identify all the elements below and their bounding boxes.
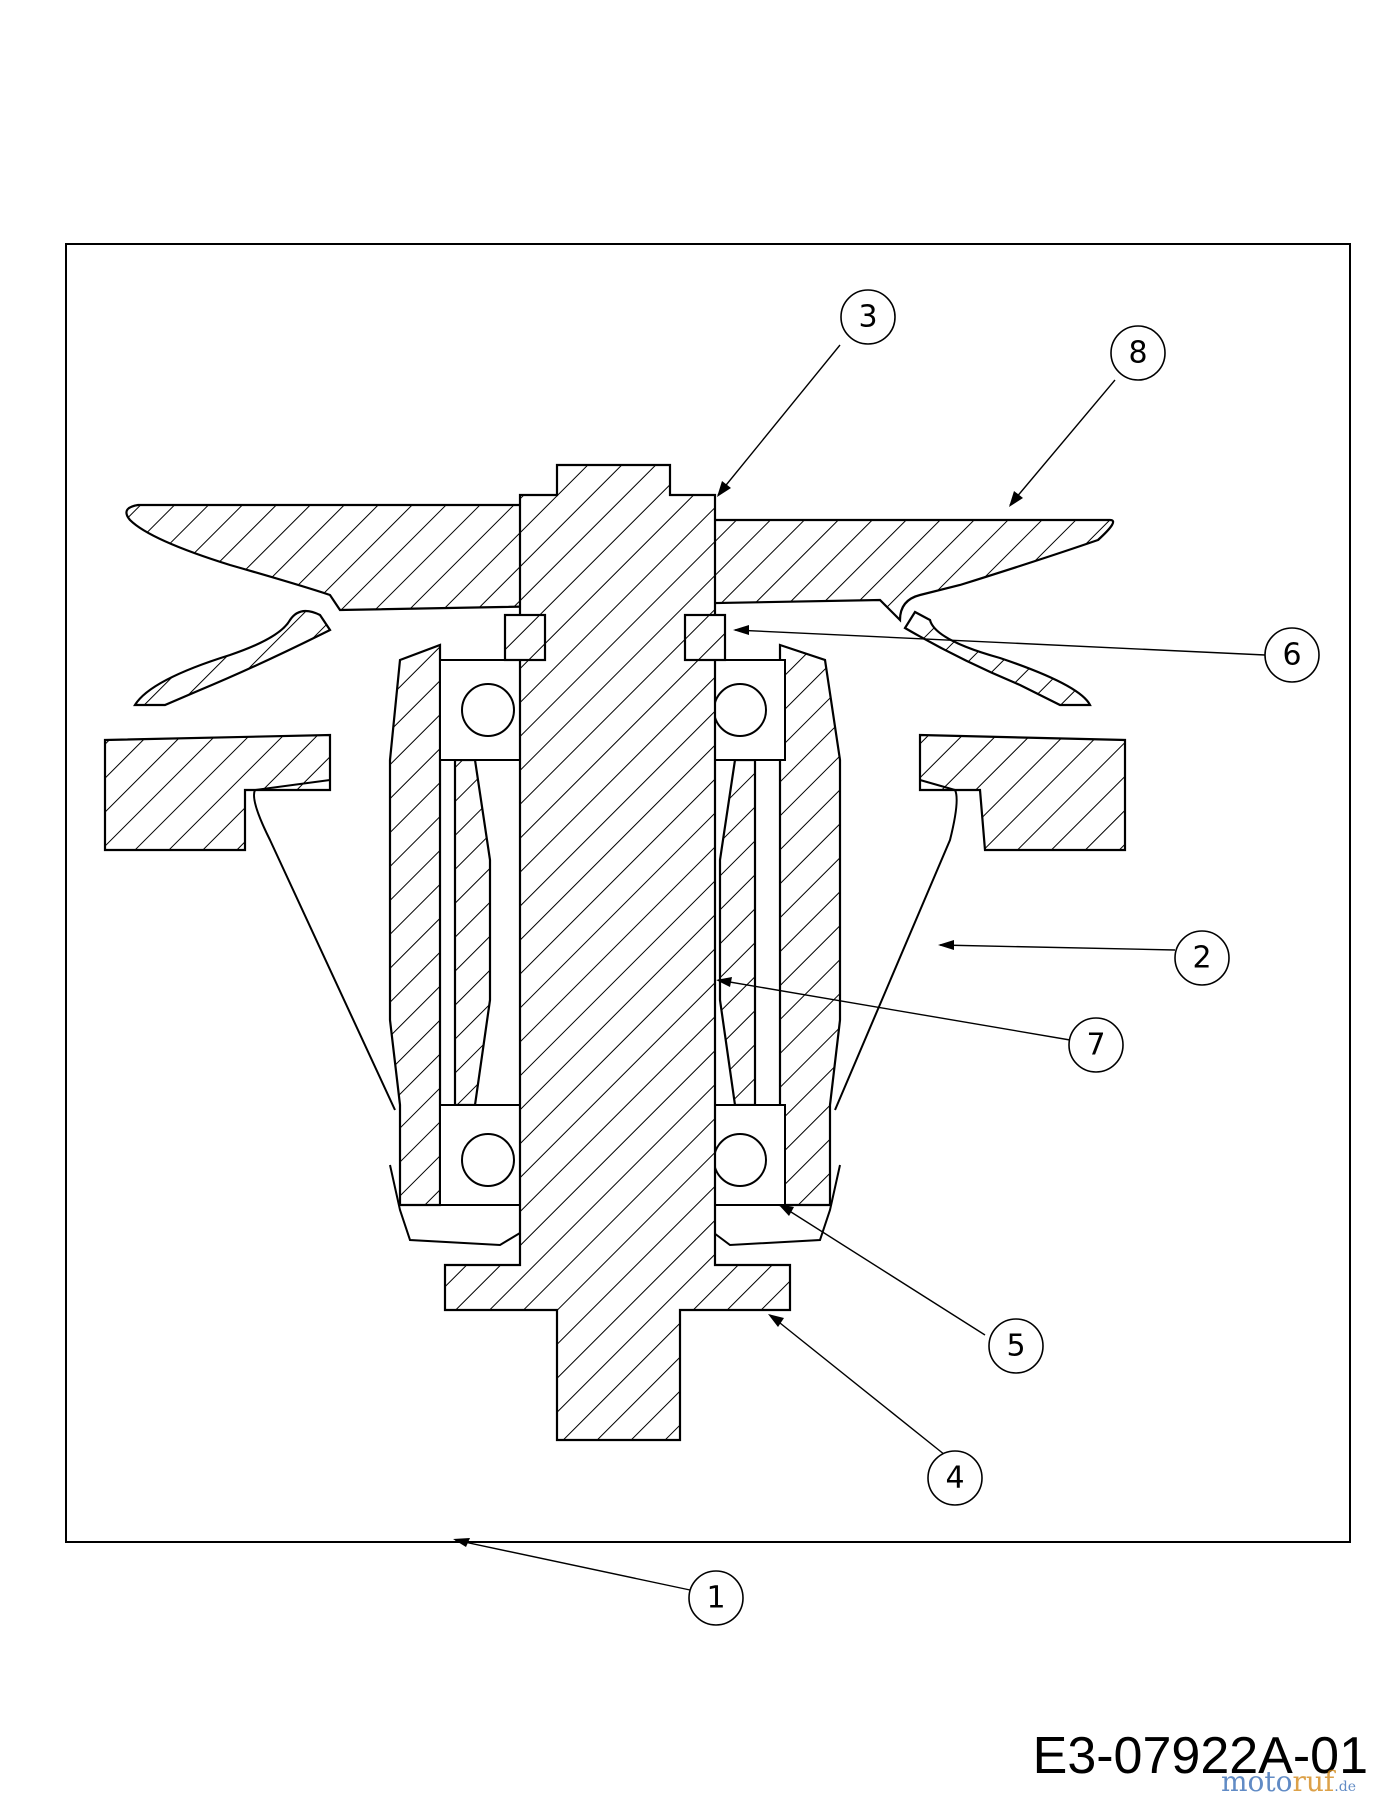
callout-8-label: 8 bbox=[1128, 336, 1147, 371]
upper-bearing-right-ball bbox=[713, 683, 767, 737]
callout-4-label: 4 bbox=[945, 1461, 964, 1496]
lower-bearing-right-ball bbox=[713, 1133, 767, 1187]
callout-8: 8 bbox=[1110, 325, 1166, 381]
housing-skirt-right bbox=[834, 779, 958, 1111]
housing-left-body bbox=[388, 643, 442, 1207]
lower-bearing-left-ball bbox=[461, 1133, 515, 1187]
callout-6-label: 6 bbox=[1282, 638, 1301, 673]
upper-bearing-left-ball bbox=[461, 683, 515, 737]
pulley-lower-flange bbox=[133, 609, 332, 707]
housing-left-flange bbox=[103, 733, 332, 852]
seal-cap-left bbox=[389, 1164, 526, 1247]
housing-right-body bbox=[778, 643, 842, 1207]
callout-1: 1 bbox=[688, 1570, 744, 1626]
housing-right-flange bbox=[918, 733, 1127, 852]
callout-5-label: 5 bbox=[1006, 1329, 1025, 1364]
housing-skirt-left bbox=[253, 779, 396, 1111]
frame-border bbox=[65, 243, 1351, 1543]
callout-6: 6 bbox=[1264, 627, 1320, 683]
spindle-shaft bbox=[443, 463, 792, 1442]
callout-3-label: 3 bbox=[858, 300, 877, 335]
leader-lines bbox=[453, 344, 1266, 1591]
bearing-spacer-left bbox=[453, 758, 492, 1107]
callout-7-label: 7 bbox=[1086, 1028, 1105, 1063]
callout-5: 5 bbox=[988, 1318, 1044, 1374]
top-bushing-right bbox=[683, 613, 727, 662]
callout-7: 7 bbox=[1068, 1017, 1124, 1073]
callout-2: 2 bbox=[1174, 930, 1230, 986]
callout-2-label: 2 bbox=[1192, 941, 1211, 976]
bearing-spacer-right bbox=[718, 758, 757, 1107]
callout-1-label: 1 bbox=[706, 1581, 725, 1616]
pulley-lower-flange-right bbox=[903, 610, 1092, 707]
drawing-number: E3-07922A-01 bbox=[1032, 1727, 1368, 1785]
callout-4: 4 bbox=[927, 1450, 983, 1506]
seal-cap-right bbox=[709, 1164, 841, 1247]
watermark-logo: motoruf.de bbox=[1220, 1765, 1356, 1798]
top-bushing-left bbox=[503, 613, 547, 662]
callout-3: 3 bbox=[840, 289, 896, 345]
